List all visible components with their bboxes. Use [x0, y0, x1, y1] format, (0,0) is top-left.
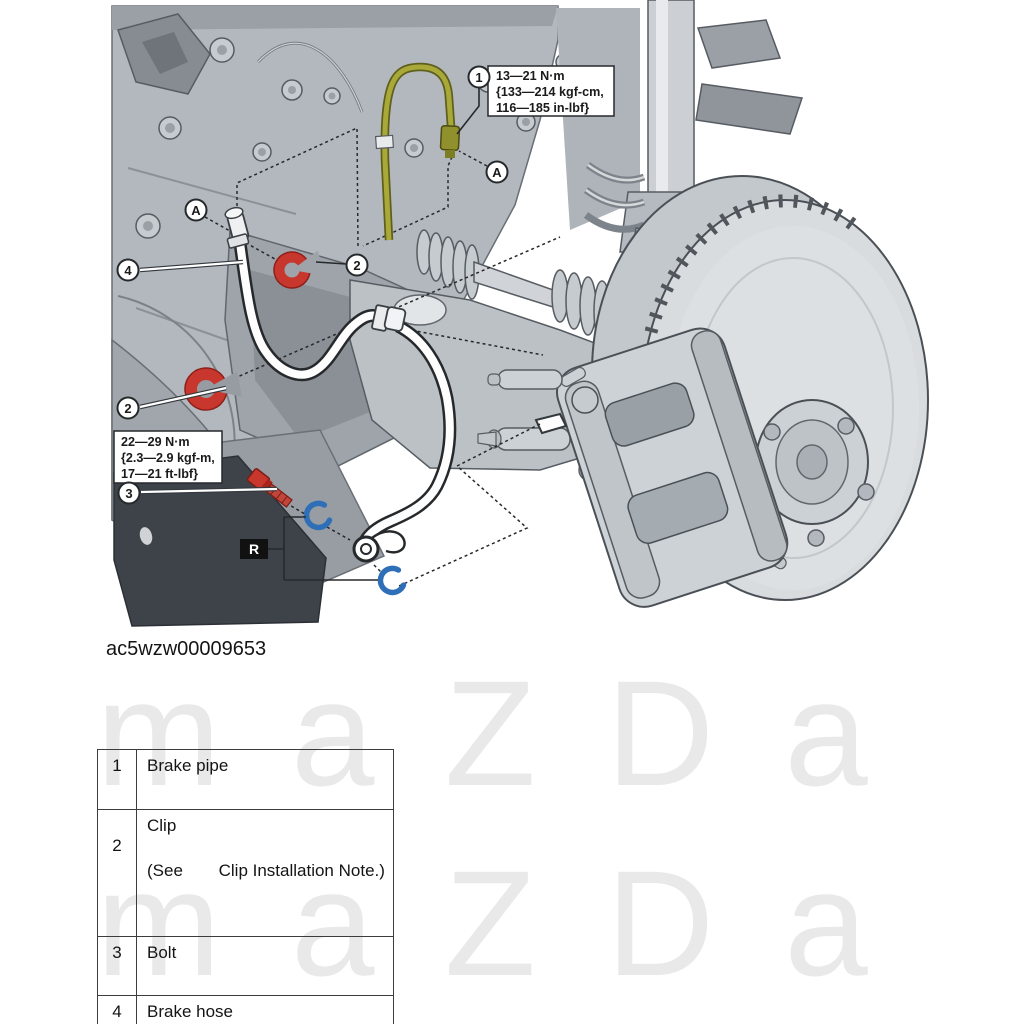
retaining-clip-2 [377, 565, 407, 596]
row-number: 3 [97, 936, 137, 996]
drive-axle [416, 229, 707, 361]
table-row-clip: 2 Clip (See Clip Installation Note.) [97, 809, 394, 937]
svg-text:3: 3 [125, 486, 132, 501]
part-name: Bolt [136, 936, 394, 996]
torque-1-line3: 116—185 in-lbf} [496, 101, 589, 115]
clip-upper [273, 250, 325, 289]
callout-a-left: A [184, 198, 208, 222]
hose-end-banjo [352, 530, 406, 563]
clip-installation-note-link: Clip Installation Note.) [218, 861, 385, 880]
torque-2-line2: {2.3—2.9 kgf-m, [121, 451, 215, 465]
table-row-brake-hose: 4 Brake hose [97, 995, 394, 1024]
svg-text:A: A [191, 203, 201, 218]
leader-lines [139, 88, 480, 581]
torque-2-line3: 17—21 ft-lbf} [121, 467, 198, 481]
row-number: 1 [97, 749, 137, 810]
part-name: Clip (See Clip Installation Note.) [136, 809, 394, 937]
hose-end-at-caliper [534, 412, 568, 435]
callout-3: 3 [117, 481, 141, 505]
svg-text:1: 1 [475, 70, 482, 85]
row-number: 2 [97, 809, 137, 937]
svg-text:4: 4 [124, 263, 132, 278]
pipe-bracket [374, 134, 395, 150]
torque-1-line1: 13—21 N·m [496, 69, 565, 83]
see-note-line: (See Clip Installation Note.) [147, 861, 389, 881]
retaining-clip-1 [303, 500, 333, 531]
callout-4: 4 [116, 258, 140, 282]
callout-2-right: 2 [345, 253, 369, 277]
hose-middle-fitting [371, 304, 407, 332]
hose-upper-fitting [224, 206, 250, 249]
row-number: 4 [97, 995, 137, 1024]
flare-nut [439, 124, 461, 152]
torque-note-2: 22—29 N·m {2.3—2.9 kgf-m, 17—21 ft-lbf} [113, 430, 223, 484]
callout-a-upper: A [485, 160, 509, 184]
guide-pin [497, 369, 563, 390]
torque-1-line2: {133—214 kgf-cm, [496, 85, 604, 99]
callout-r: R [240, 539, 268, 559]
wheel-hub [731, 399, 875, 570]
part-name: Brake pipe [136, 749, 394, 810]
torque-2-line1: 22—29 N·m [121, 435, 190, 449]
callout-2-left: 2 [116, 396, 140, 420]
ball-joint [477, 427, 571, 451]
svg-text:R: R [249, 541, 259, 557]
see-open: (See [147, 861, 183, 880]
brake-pipe [374, 62, 461, 241]
figure-code: ac5wzw00009653 [106, 638, 267, 660]
brake-hose-installation-diagram: 13—21 N·m {133—214 kgf-cm, 116—185 in-lb… [111, 0, 929, 627]
table-row-bolt: 3 Bolt [97, 936, 394, 996]
svg-text:A: A [492, 165, 502, 180]
part-name: Brake hose [136, 995, 394, 1024]
parts-legend-table: 1 Brake pipe 2 Clip (See Clip Installatio… [97, 749, 394, 1024]
svg-text:2: 2 [353, 258, 360, 273]
brake-hose [224, 206, 457, 563]
table-row-brake-pipe: 1 Brake pipe [97, 749, 394, 810]
coil-spring [583, 162, 646, 233]
torque-note-1: 13—21 N·m {133—214 kgf-cm, 116—185 in-lb… [487, 65, 615, 117]
svg-text:2: 2 [124, 401, 131, 416]
callout-1: 1 [467, 65, 491, 89]
part-name-clip: Clip [147, 816, 177, 835]
brake-caliper [487, 327, 789, 608]
